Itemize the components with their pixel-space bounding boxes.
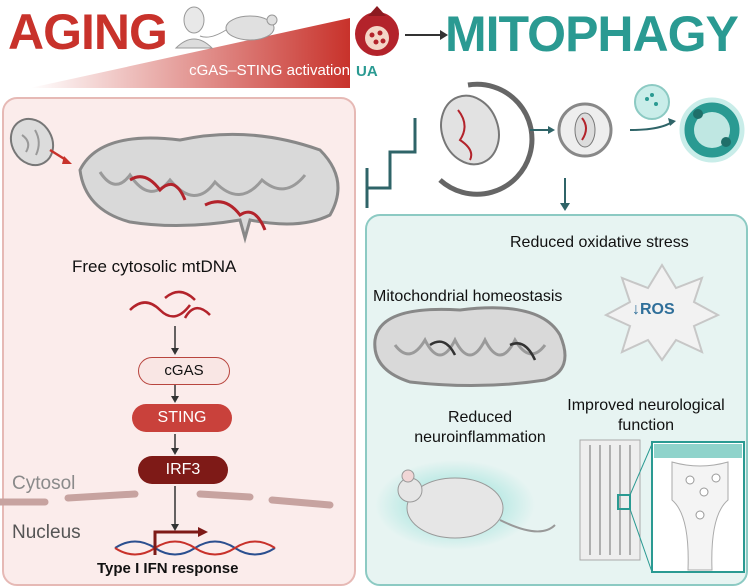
oxidative-stress-label: Reduced oxidative stress (510, 234, 689, 251)
ros-burst (603, 263, 721, 362)
homeostasis-label: Mitochondrial homeostasis (373, 288, 563, 305)
dna-helix (114, 540, 276, 556)
neurological-line-2: function (617, 417, 675, 434)
neurological-line-1: Improved neurological (567, 397, 725, 414)
activation-gradient (30, 18, 350, 88)
healthy-mitochondrion (373, 306, 567, 388)
irf3-node: IRF3 (138, 456, 228, 484)
small-mitochondrion (9, 117, 55, 167)
mitophagy-title: MITOPHAGY (445, 6, 739, 62)
cytosol-label: Cytosol (12, 473, 76, 494)
neuroinflammation-line-1: Reduced (447, 409, 513, 426)
cgas-node: cGAS (138, 357, 230, 385)
human-icon (174, 6, 214, 49)
nucleus-label: Nucleus (12, 522, 81, 543)
mtdna-label: Free cytosolic mtDNA (72, 257, 237, 276)
large-mitochondrion (78, 132, 340, 244)
neuroinflammation-line-2: neuroinflammation (414, 429, 546, 446)
autolysosome (679, 97, 745, 163)
arrow-to-mitophagy (405, 30, 448, 40)
promoter-arrow (153, 530, 200, 555)
inhibition-connector (367, 118, 417, 190)
neurological-label: Improved neurological function (546, 396, 746, 436)
pomegranate-icon (355, 6, 399, 56)
neuroinflammation-label: Reduced neuroinflammation (400, 408, 560, 448)
sting-node: STING (132, 404, 232, 432)
mouse-icon (397, 469, 556, 539)
mtdna-fragments (129, 290, 211, 319)
nuclear-envelope (0, 490, 334, 509)
phagophore (438, 81, 535, 197)
synapse-zoom (651, 441, 745, 573)
ros-label: ↓ROS (632, 301, 675, 318)
mouse-icon-header (199, 14, 278, 41)
gradient-label: cGAS–STING activation (189, 62, 350, 79)
aging-title: AGING (8, 4, 168, 60)
ifn-response-label: Type I IFN response (97, 560, 239, 577)
ua-label: UA (356, 63, 378, 80)
lysosome (634, 84, 670, 120)
autophagosome (557, 102, 613, 158)
engulfed-mitochondrion (440, 94, 500, 166)
neural-tissue (579, 439, 641, 561)
